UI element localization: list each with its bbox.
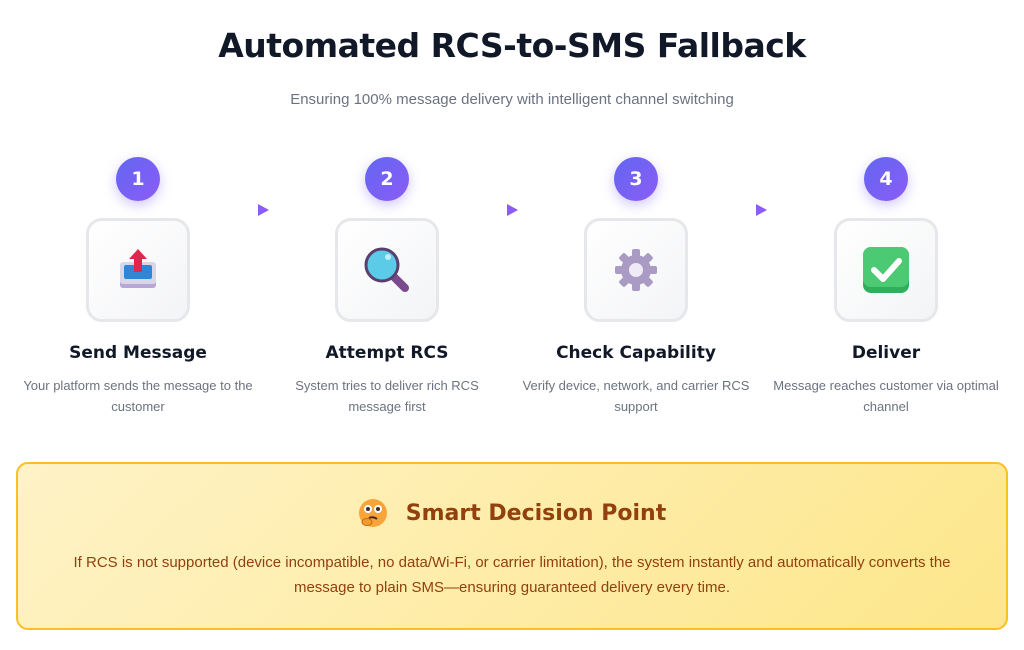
step-icon-box <box>834 218 938 322</box>
step-title: Attempt RCS <box>325 343 449 363</box>
step-icon-box <box>86 218 190 322</box>
arrow-icon <box>258 204 269 216</box>
outbox-tray-icon <box>120 249 156 288</box>
decision-title: Smart Decision Point <box>405 500 667 526</box>
page-subtitle: Ensuring 100% message delivery with inte… <box>290 91 734 108</box>
step-icon-box <box>584 218 688 322</box>
decision-panel: Smart Decision Point If RCS is not suppo… <box>16 462 1008 630</box>
step-description: Message reaches customer via optimal cha… <box>773 378 999 414</box>
step-4: 4 Deliver Message reaches customer via o… <box>766 157 1006 417</box>
arrow-icon <box>507 204 518 216</box>
gear-icon <box>615 249 657 291</box>
decision-text: If RCS is not supported (device incompat… <box>73 554 951 596</box>
step-number: 2 <box>365 157 409 201</box>
page-title: Automated RCS-to-SMS Fallback <box>218 26 806 65</box>
step-number: 3 <box>614 157 658 201</box>
step-title: Send Message <box>69 343 207 363</box>
step-number: 4 <box>864 157 908 201</box>
step-1: 1 Send Message Your platform sends the m… <box>18 157 258 417</box>
step-title: Check Capability <box>556 343 716 363</box>
step-icon-box <box>335 218 439 322</box>
magnifying-glass-icon <box>364 247 409 292</box>
step-2: 2 Attempt RCS System tries to deliver ri… <box>267 157 507 417</box>
step-3: 3 Check Capability Verify device, networ… <box>516 157 756 417</box>
arrow-icon <box>756 204 767 216</box>
step-title: Deliver <box>851 343 921 363</box>
thinking-face-icon <box>358 499 387 527</box>
decision-heading: Smart Decision Point <box>18 498 1006 528</box>
check-mark-icon <box>863 247 909 293</box>
step-description: System tries to deliver rich RCS message… <box>295 378 479 414</box>
step-number: 1 <box>116 157 160 201</box>
step-description: Verify device, network, and carrier RCS … <box>522 378 750 414</box>
step-description: Your platform sends the message to the c… <box>23 378 253 414</box>
